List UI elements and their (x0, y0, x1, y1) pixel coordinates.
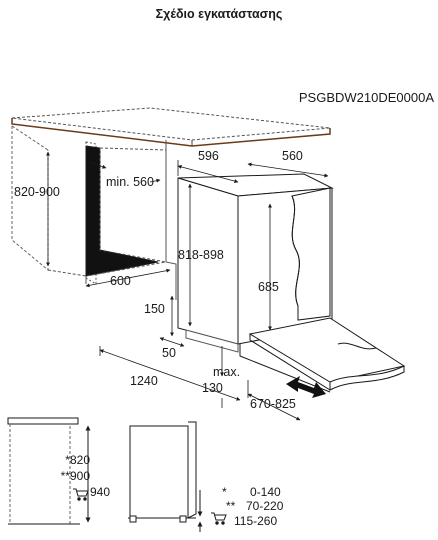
dim-max-label: max. (213, 365, 241, 379)
door-movement-arrow (286, 376, 326, 398)
cart-icon (73, 488, 89, 501)
height-820: *820 (65, 453, 90, 467)
range-marker-2: ** (226, 499, 236, 513)
dim-door-travel: 670-825 (250, 397, 296, 411)
dim-max-value: 130 (202, 381, 223, 395)
range-70-220: 70-220 (246, 499, 284, 513)
range-marker-1: * (222, 485, 227, 499)
dim-total-depth: 1240 (130, 374, 158, 388)
dim-plinth: 150 (144, 302, 165, 316)
cart-icon (211, 512, 227, 525)
bottom-right-diagram (128, 421, 203, 532)
countertop (11, 107, 331, 141)
model-code: PSGBDW210DE0000A (298, 90, 434, 105)
dim-door-height: 685 (258, 280, 279, 294)
niche-cabinet (11, 107, 331, 300)
dim-min-depth: min. 560 (106, 175, 154, 189)
dim-niche-width: 600 (110, 274, 131, 288)
dim-gap: 50 (162, 346, 176, 360)
height-940: 940 (90, 485, 111, 499)
dimension-lines (46, 151, 329, 421)
dim-appliance-height: 818-898 (178, 248, 224, 262)
dim-niche-height: 820-900 (14, 185, 60, 199)
dim-depth: 560 (282, 149, 303, 163)
niche-back (85, 145, 159, 277)
page-title: Σχέδιο εγκατάστασης (155, 7, 283, 21)
dishwasher-body (177, 173, 406, 393)
range-115-260: 115-260 (234, 514, 278, 528)
dim-width: 596 (198, 149, 219, 163)
range-0-140: 0-140 (250, 485, 281, 499)
bottom-left-diagram (7, 417, 91, 525)
height-900: **900 (60, 469, 90, 483)
